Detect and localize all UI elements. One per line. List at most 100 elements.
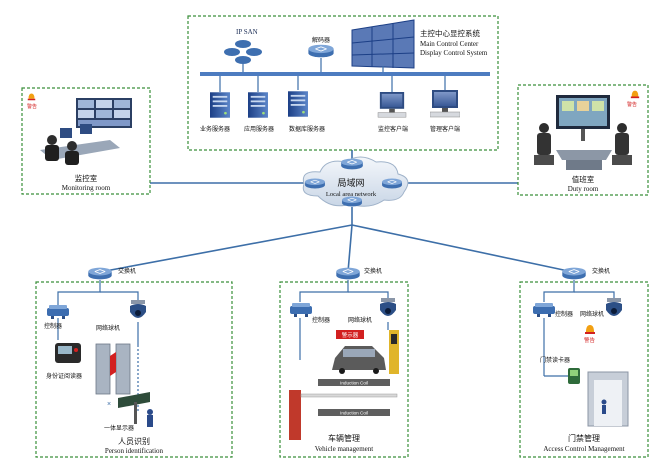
server-label-3: 数据库服务器 — [289, 125, 325, 133]
car-icon — [332, 346, 386, 374]
induction-coil-label-2: Induction Coil — [340, 411, 368, 416]
main-center-frame — [187, 15, 499, 151]
card-reader-label: 门禁读卡器 — [540, 356, 570, 364]
vehicle-camera-label: 网络球机 — [348, 316, 372, 324]
access-frame — [519, 281, 649, 458]
connection-lines — [99, 150, 574, 273]
duty-room: 警告 值班室 Duty room — [517, 84, 649, 196]
duty-alarm-label: 警告 — [627, 101, 637, 108]
lan-router-top-icon — [340, 158, 364, 170]
access-camera-label: 网络球机 — [580, 310, 604, 318]
parking-gate-icon — [389, 330, 399, 374]
alarm-icon — [27, 93, 36, 101]
vehicle-controller-label: 控制器 — [312, 316, 330, 324]
duty-room-frame — [517, 84, 649, 196]
person-frame — [35, 281, 233, 458]
alarm-icon — [585, 325, 595, 334]
management-client-icon — [430, 90, 460, 118]
alarm-icon — [630, 90, 640, 99]
person-camera-icon — [130, 300, 146, 318]
vehicle-alarm-box — [336, 330, 364, 339]
duty-screen-icon — [556, 95, 610, 141]
person-section-en: Person identification — [105, 447, 164, 455]
network-bus — [200, 72, 490, 76]
lan-label-en: Local area network — [326, 191, 377, 198]
access-camera-icon — [606, 298, 622, 316]
duty-operators-icon — [534, 123, 632, 170]
server-label-2: 应用服务器 — [244, 125, 274, 133]
access-controller-label: 控制器 — [555, 310, 573, 318]
security-door-icon — [587, 371, 629, 427]
main-center-title-en-1: Main Control Center — [420, 40, 479, 48]
vehicle-frame — [279, 281, 409, 458]
person-identification: 交换机 控制器 网络球机 身份证阅读器 × — [35, 267, 233, 458]
face-terminal-icon — [118, 392, 150, 424]
lan-router-bottom-icon — [341, 196, 363, 207]
operator-desk-icon — [40, 124, 120, 165]
lan-label-cn: 局域网 — [337, 177, 364, 189]
main-control-center: IP SAN 主控中心显控系统 Main Control Center Disp… — [187, 15, 499, 151]
person-controller-label: 控制器 — [44, 322, 62, 330]
duty-room-en: Duty room — [568, 185, 599, 193]
monitoring-room: 警告 监控室 Monitoring room — [21, 87, 151, 195]
client-label-1: 监控客户端 — [378, 125, 408, 133]
vehicle-controller-icon — [290, 303, 312, 317]
link-lan-to-access-switch — [351, 224, 574, 273]
cross-mark: × — [107, 401, 111, 408]
card-reader-icon — [568, 368, 580, 384]
server-label-1: 业务服务器 — [200, 125, 230, 133]
person-switch-label: 交换机 — [118, 267, 136, 275]
person-switch-icon — [87, 267, 113, 280]
video-wall-icon — [351, 19, 415, 69]
lan-router-left-icon — [304, 178, 326, 189]
access-alarm-label: 警告 — [584, 336, 596, 344]
barrier-gate-icon — [289, 390, 398, 440]
turnstile-icon — [95, 343, 131, 395]
lan-cloud: 局域网 Local area network — [302, 156, 409, 207]
vehicle-alarm-label: 警示器 — [342, 331, 359, 339]
person-icon — [147, 409, 153, 427]
person-controller-icon — [47, 305, 69, 319]
vehicle-section-cn: 车辆管理 — [328, 433, 360, 443]
access-section-en: Access Control Management — [543, 445, 624, 453]
induction-coil-label-1: Induction Coil — [340, 381, 368, 386]
vehicle-camera-icon — [380, 298, 396, 316]
vehicle-switch-label: 交换机 — [364, 267, 382, 275]
link-lan-to-person-switch — [99, 224, 353, 273]
monitoring-alarm-label: 警告 — [27, 103, 37, 110]
database-server-icon — [288, 91, 308, 117]
lan-router-right-icon — [381, 178, 403, 189]
application-server-icon — [248, 92, 268, 118]
vehicle-management: 交换机 控制器 网络球机 警示器 Induction Coil — [279, 267, 409, 458]
access-section-cn: 门禁管理 — [568, 433, 600, 443]
induction-coil-bar-2 — [318, 409, 390, 416]
decoder-label: 解码器 — [312, 36, 330, 44]
access-switch-label: 交换机 — [592, 267, 610, 275]
vehicle-switch-icon — [335, 267, 361, 280]
vehicle-section-en: Vehicle management — [315, 445, 374, 453]
id-reader-icon — [55, 343, 81, 363]
induction-coil-bar-1 — [318, 379, 390, 386]
duty-room-cn: 值班室 — [572, 174, 595, 184]
monitoring-wall-icon — [76, 98, 132, 128]
link-lan-to-vehicle-switch — [347, 224, 353, 273]
cloud-icon — [302, 156, 409, 207]
ip-san-label: IP SAN — [236, 28, 258, 36]
person-camera-label: 网络球机 — [96, 324, 120, 332]
decoder-icon — [307, 44, 335, 58]
access-control: 交换机 控制器 网络球机 警告 门禁读卡器 门禁管理 Access Contro… — [519, 267, 649, 458]
monitor-client-icon — [377, 92, 407, 118]
monitoring-room-frame — [21, 87, 151, 195]
main-center-title-en-2: Display Control System — [420, 49, 488, 57]
person-section-cn: 人员识别 — [118, 437, 150, 446]
person-walking-icon — [601, 399, 607, 414]
id-reader-label: 身份证阅读器 — [46, 372, 82, 380]
business-server-icon — [210, 92, 230, 118]
main-center-title-cn: 主控中心显控系统 — [420, 28, 480, 38]
access-controller-icon — [533, 303, 555, 317]
access-switch-icon — [561, 267, 587, 280]
client-label-2: 管理客户端 — [430, 125, 460, 133]
monitoring-room-en: Monitoring room — [62, 184, 111, 192]
ip-san-storage-icon — [224, 40, 262, 64]
